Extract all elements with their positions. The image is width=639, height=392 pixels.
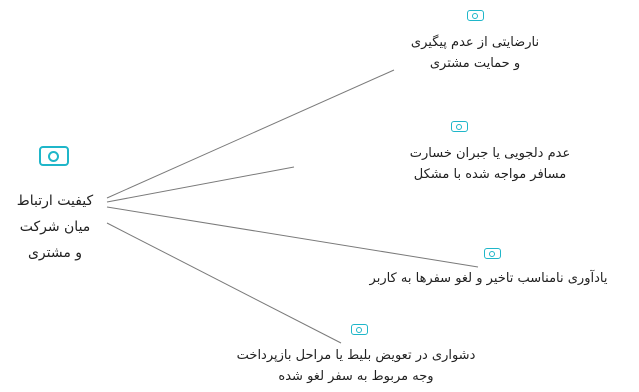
branch-line: یادآوری نامناسب تاخیر و لغو سفرها به کار… [369, 271, 608, 286]
ticket-icon [451, 121, 468, 132]
root-line: میان شرکت [19, 219, 91, 235]
branch-2-label: عدم دلجویی یا جبران خسارت مسافر مواجه شد… [385, 143, 595, 185]
branch-line: و حمایت مشتری [429, 56, 521, 71]
branch-3-label: یادآوری نامناسب تاخیر و لغو سفرها به کار… [340, 268, 637, 289]
branch-line: دشواری در تعویض بلیط یا مراحل بازپرداخت [236, 348, 476, 363]
ticket-icon [351, 324, 368, 335]
branch-4-label: دشواری در تعویض بلیط یا مراحل بازپرداخت … [196, 345, 516, 387]
ticket-icon [484, 248, 501, 259]
root-line: کیفیت ارتباط [16, 193, 94, 209]
branch-1-label: نارضایتی از عدم پیگیری و حمایت مشتری [385, 32, 565, 74]
ticket-icon [467, 10, 484, 21]
root-line: و مشتری [27, 245, 83, 261]
branch-line: نارضایتی از عدم پیگیری [410, 35, 540, 50]
edge-to-branch-1 [106, 69, 395, 199]
branch-line: مسافر مواجه شده با مشکل [413, 167, 567, 182]
branch-line: وجه مربوط به سفر لغو شده [278, 369, 434, 384]
ticket-icon-hole [472, 12, 478, 19]
edge-to-branch-3 [106, 206, 479, 268]
ticket-icon-hole [48, 150, 59, 162]
root-node-label: کیفیت ارتباط میان شرکت و مشتری [0, 188, 110, 266]
edge-to-branch-4 [106, 222, 342, 344]
edge-to-branch-2 [106, 166, 295, 203]
ticket-icon-hole [356, 326, 362, 333]
ticket-icon-hole [456, 123, 462, 130]
ticket-icon-hole [489, 250, 495, 257]
ticket-icon [39, 146, 69, 166]
branch-line: عدم دلجویی یا جبران خسارت [409, 146, 571, 161]
